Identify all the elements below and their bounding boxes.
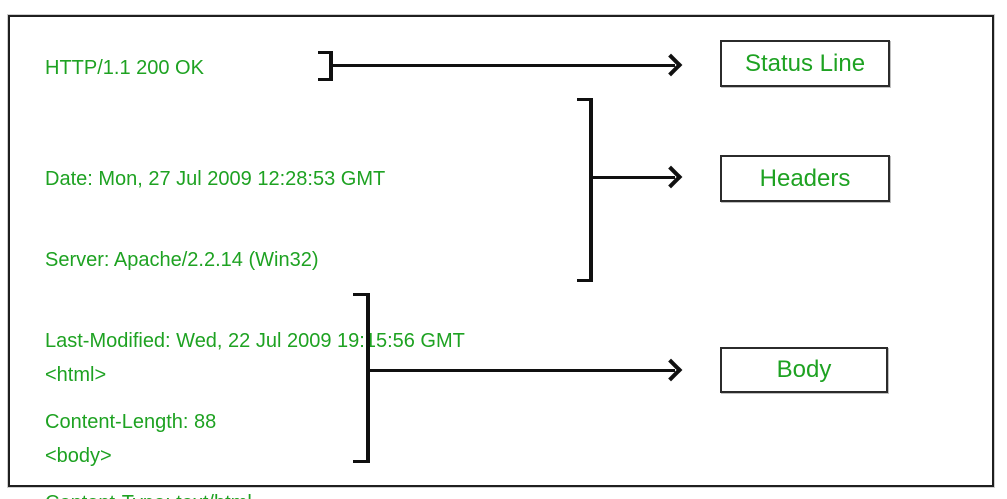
header-line: Server: Apache/2.2.14 (Win32) [45,249,319,271]
headers-text: Date: Mon, 27 Jul 2009 12:28:53 GMT Serv… [45,112,465,499]
status-bracket [318,51,333,81]
headers-box: Headers [720,155,890,202]
code-line: <body> [45,445,112,467]
status-arrow-line [333,64,675,67]
body-box: Body [720,347,888,393]
body-arrow-line [369,369,675,372]
headers-box-label: Headers [759,164,851,192]
headers-bracket [577,98,593,282]
header-line: Date: Mon, 27 Jul 2009 12:28:53 GMT [45,168,386,190]
body-box-label: Body [776,356,832,383]
status-line-text: HTTP/1.1 200 OK [45,57,204,79]
outer-frame [7,14,995,488]
headers-arrow-line [592,176,675,179]
body-code-text: <html> <body> <h1>Hello, World!</h1> </b… [45,308,256,499]
status-line-box: Status Line [720,40,890,87]
header-line: Content-Type: text/html [45,490,465,499]
status-line-box-label: Status Line [744,49,866,77]
body-bracket [353,293,370,463]
header-line: Content-Length: 88 [45,411,217,433]
header-line: Last-Modified: Wed, 22 Jul 2009 19:15:56… [45,330,465,352]
code-line: <html> [45,364,107,386]
